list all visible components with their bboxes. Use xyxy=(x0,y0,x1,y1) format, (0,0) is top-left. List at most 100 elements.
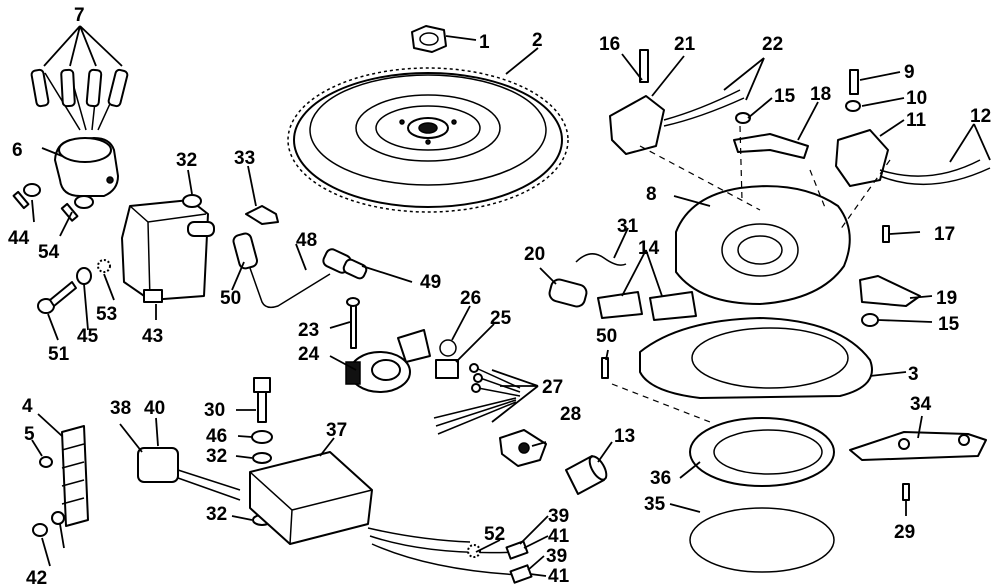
callout-5: 5 xyxy=(24,424,35,445)
sensor-coil-21 xyxy=(609,89,745,155)
screw-16 xyxy=(639,49,649,83)
screw-15-lower xyxy=(861,313,879,327)
flywheel-nut xyxy=(411,25,447,53)
washer-32-upper xyxy=(182,194,202,208)
washer-50 xyxy=(76,267,92,285)
callout-6: 6 xyxy=(12,140,23,161)
screw-47 xyxy=(37,281,77,314)
lockwasher-52 xyxy=(97,259,111,273)
stator-plate-8 xyxy=(675,185,851,305)
callout-14: 14 xyxy=(638,238,660,259)
ignition-coil-42 xyxy=(121,199,215,303)
leader-lines xyxy=(31,25,991,577)
callout-24: 24 xyxy=(298,344,320,365)
callout-30: 30 xyxy=(204,400,225,421)
callout-38: 38 xyxy=(110,398,131,419)
callout-26: 26 xyxy=(460,288,481,309)
ignition-coil-6 xyxy=(54,137,119,197)
callout-18: 18 xyxy=(810,84,831,105)
ring-35 xyxy=(689,507,835,573)
callout-43: 48 xyxy=(296,230,317,251)
terminal-39a xyxy=(505,540,529,560)
callout-49: 44 xyxy=(8,228,30,249)
callout-23: 23 xyxy=(298,320,319,341)
callout-52: 53 xyxy=(96,304,117,325)
callout-46: 50 xyxy=(596,326,617,347)
sleeve-20 xyxy=(548,278,588,308)
callout-labels: 7 1 2 16 21 22 15 18 9 10 11 12 6 32 33 … xyxy=(8,5,991,586)
callout-2: 2 xyxy=(532,30,543,51)
terminals-27 xyxy=(433,363,521,435)
washer-54 xyxy=(51,511,65,525)
assembly-lines-upper xyxy=(639,125,891,231)
callout-25: 25 xyxy=(490,308,512,329)
washer-32-mid xyxy=(252,452,272,464)
callout-32-mid: 32 xyxy=(206,446,227,467)
callout-32-lower: 32 xyxy=(206,504,227,525)
washer-50-lower xyxy=(251,430,273,444)
callout-16: 16 xyxy=(599,34,620,55)
callout-33: 33 xyxy=(234,148,255,169)
callout-50-lower: 46 xyxy=(206,426,227,447)
callout-9: 9 xyxy=(904,62,915,83)
callout-45: 50 xyxy=(220,288,241,309)
clip-33 xyxy=(245,205,279,225)
callout-44: 49 xyxy=(420,272,441,293)
screw-29 xyxy=(902,483,910,501)
callout-10: 10 xyxy=(906,88,927,109)
cam-34 xyxy=(849,431,987,461)
washer-10 xyxy=(845,100,861,112)
charge-coil-11 xyxy=(835,129,991,187)
callout-17: 17 xyxy=(934,224,955,245)
callout-36: 36 xyxy=(650,468,671,489)
screw-5 xyxy=(39,456,53,468)
callout-12: 12 xyxy=(970,106,991,127)
callout-41-lower: 41 xyxy=(548,566,570,586)
screw-53 xyxy=(60,195,94,222)
clip-26 xyxy=(439,339,457,357)
bushing-28 xyxy=(499,429,547,467)
callout-19: 19 xyxy=(936,288,957,309)
callout-47: 51 xyxy=(48,344,70,365)
callout-37: 37 xyxy=(326,420,347,441)
screw-15-upper xyxy=(735,112,751,124)
callout-15-upper: 15 xyxy=(774,86,796,107)
callout-27: 27 xyxy=(542,377,563,398)
magnet-14b xyxy=(649,291,697,321)
magnet-14a xyxy=(597,291,643,319)
callout-28: 28 xyxy=(560,404,581,425)
terminal-block-4 xyxy=(61,425,89,527)
screw-46 xyxy=(601,357,609,379)
spring-31 xyxy=(575,253,627,266)
connector-25 xyxy=(435,359,459,379)
screw-9 xyxy=(849,69,859,95)
spark-plug-leads xyxy=(30,68,129,131)
plug-13 xyxy=(565,455,608,495)
callout-34: 34 xyxy=(910,394,932,415)
callout-32-upper: 32 xyxy=(176,150,197,171)
screw-48 xyxy=(32,523,48,537)
bracket-19 xyxy=(859,275,921,307)
callout-42: 43 xyxy=(142,326,163,347)
callout-22: 22 xyxy=(762,34,783,55)
gasket-36 xyxy=(689,417,835,487)
callout-39-lower: 39 xyxy=(546,546,567,567)
callout-39-upper: 39 xyxy=(548,506,569,527)
callout-15-lower: 15 xyxy=(938,314,960,335)
callout-40: 40 xyxy=(144,398,165,419)
callout-41-upper: 41 xyxy=(548,526,570,547)
callout-11: 11 xyxy=(906,110,927,131)
screw-49 xyxy=(12,183,41,210)
callout-51: 52 xyxy=(484,524,505,545)
flywheel xyxy=(287,67,569,213)
callout-53: 54 xyxy=(38,242,60,263)
connector-40 xyxy=(137,447,241,501)
terminal-39b xyxy=(509,564,533,584)
power-pack-wires xyxy=(367,527,521,576)
callout-35: 35 xyxy=(644,494,666,515)
callout-50: 45 xyxy=(77,326,99,347)
callout-21: 21 xyxy=(674,34,696,55)
callout-8: 8 xyxy=(646,184,657,205)
